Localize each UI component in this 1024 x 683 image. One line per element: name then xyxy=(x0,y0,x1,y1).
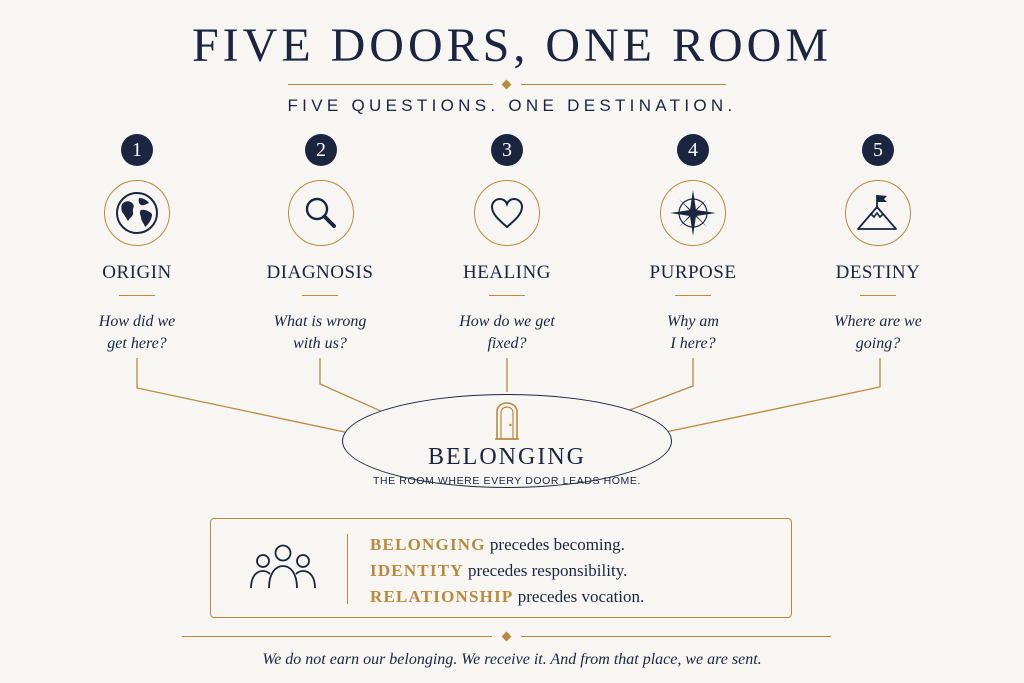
principle-3: RELATIONSHIP precedes vocation. xyxy=(370,587,644,607)
door-icon-circle-4 xyxy=(660,180,726,246)
title-rule-right xyxy=(521,84,726,85)
principle-1-keyword: BELONGING xyxy=(370,535,486,554)
door-label-origin: ORIGIN xyxy=(102,262,172,283)
connector-destiny xyxy=(660,358,881,434)
title-rule-left xyxy=(288,84,493,85)
footer-rule-right xyxy=(521,636,831,637)
door-rule-2 xyxy=(302,295,338,296)
door-label-healing: HEALING xyxy=(463,262,551,283)
door-rule-4 xyxy=(675,295,711,296)
door-rule-1 xyxy=(119,295,155,296)
principle-1-text: precedes becoming. xyxy=(485,535,625,554)
door-question-diagnosis: What is wrong with us? xyxy=(273,313,367,352)
door-number-2: 2 xyxy=(305,134,337,166)
door-icon-circle-1 xyxy=(104,180,170,246)
page-subtitle: FIVE QUESTIONS. ONE DESTINATION. xyxy=(287,96,737,115)
door-number-3: 3 xyxy=(491,134,523,166)
door-rule-5 xyxy=(860,295,896,296)
page-title: FIVE DOORS, ONE ROOM xyxy=(191,19,833,72)
door-number-4: 4 xyxy=(677,134,709,166)
connector-diagnosis xyxy=(319,358,384,413)
door-icon-circle-3 xyxy=(474,180,540,246)
door-question-destiny: Where are we going? xyxy=(834,313,922,352)
footer-rule-left xyxy=(182,636,492,637)
door-icon-circle-2 xyxy=(288,180,354,246)
door-rule-3 xyxy=(489,295,525,296)
principle-2: IDENTITY precedes responsibility. xyxy=(370,561,627,581)
people-group-icon xyxy=(250,544,316,589)
principles-divider xyxy=(347,534,348,604)
principle-2-text: precedes responsibility. xyxy=(463,561,628,580)
principle-3-keyword: RELATIONSHIP xyxy=(370,587,514,606)
door-label-diagnosis: DIAGNOSIS xyxy=(266,262,374,283)
door-label-purpose: PURPOSE xyxy=(649,262,737,283)
door-icon xyxy=(495,402,519,440)
door-question-origin: How did we get here? xyxy=(98,313,176,352)
door-number-1: 1 xyxy=(121,134,153,166)
principle-1: BELONGING precedes becoming. xyxy=(370,535,625,555)
connector-purpose xyxy=(626,358,694,412)
magnifier-icon xyxy=(305,197,336,228)
door-number-5: 5 xyxy=(862,134,894,166)
compass-icon xyxy=(670,190,716,236)
globe-icon xyxy=(116,192,158,234)
door-question-purpose: Why am I here? xyxy=(667,313,719,352)
footer-statement: We do not earn our belonging. We receive… xyxy=(262,651,762,668)
door-label-destiny: DESTINY xyxy=(835,262,921,283)
belonging-subtitle: THE ROOM WHERE EVERY DOOR LEADS HOME. xyxy=(372,475,642,487)
belonging-title: BELONGING xyxy=(428,444,586,470)
mountain-flag-icon xyxy=(857,195,897,230)
door-icon-circle-5 xyxy=(845,180,911,246)
principle-2-keyword: IDENTITY xyxy=(370,561,464,580)
connector-origin xyxy=(136,358,355,435)
principles-box xyxy=(210,518,792,618)
door-question-healing: How do we get fixed? xyxy=(459,313,555,352)
belonging-ellipse xyxy=(342,394,672,488)
principle-3-text: precedes vocation. xyxy=(513,587,645,606)
heart-icon xyxy=(490,197,524,229)
